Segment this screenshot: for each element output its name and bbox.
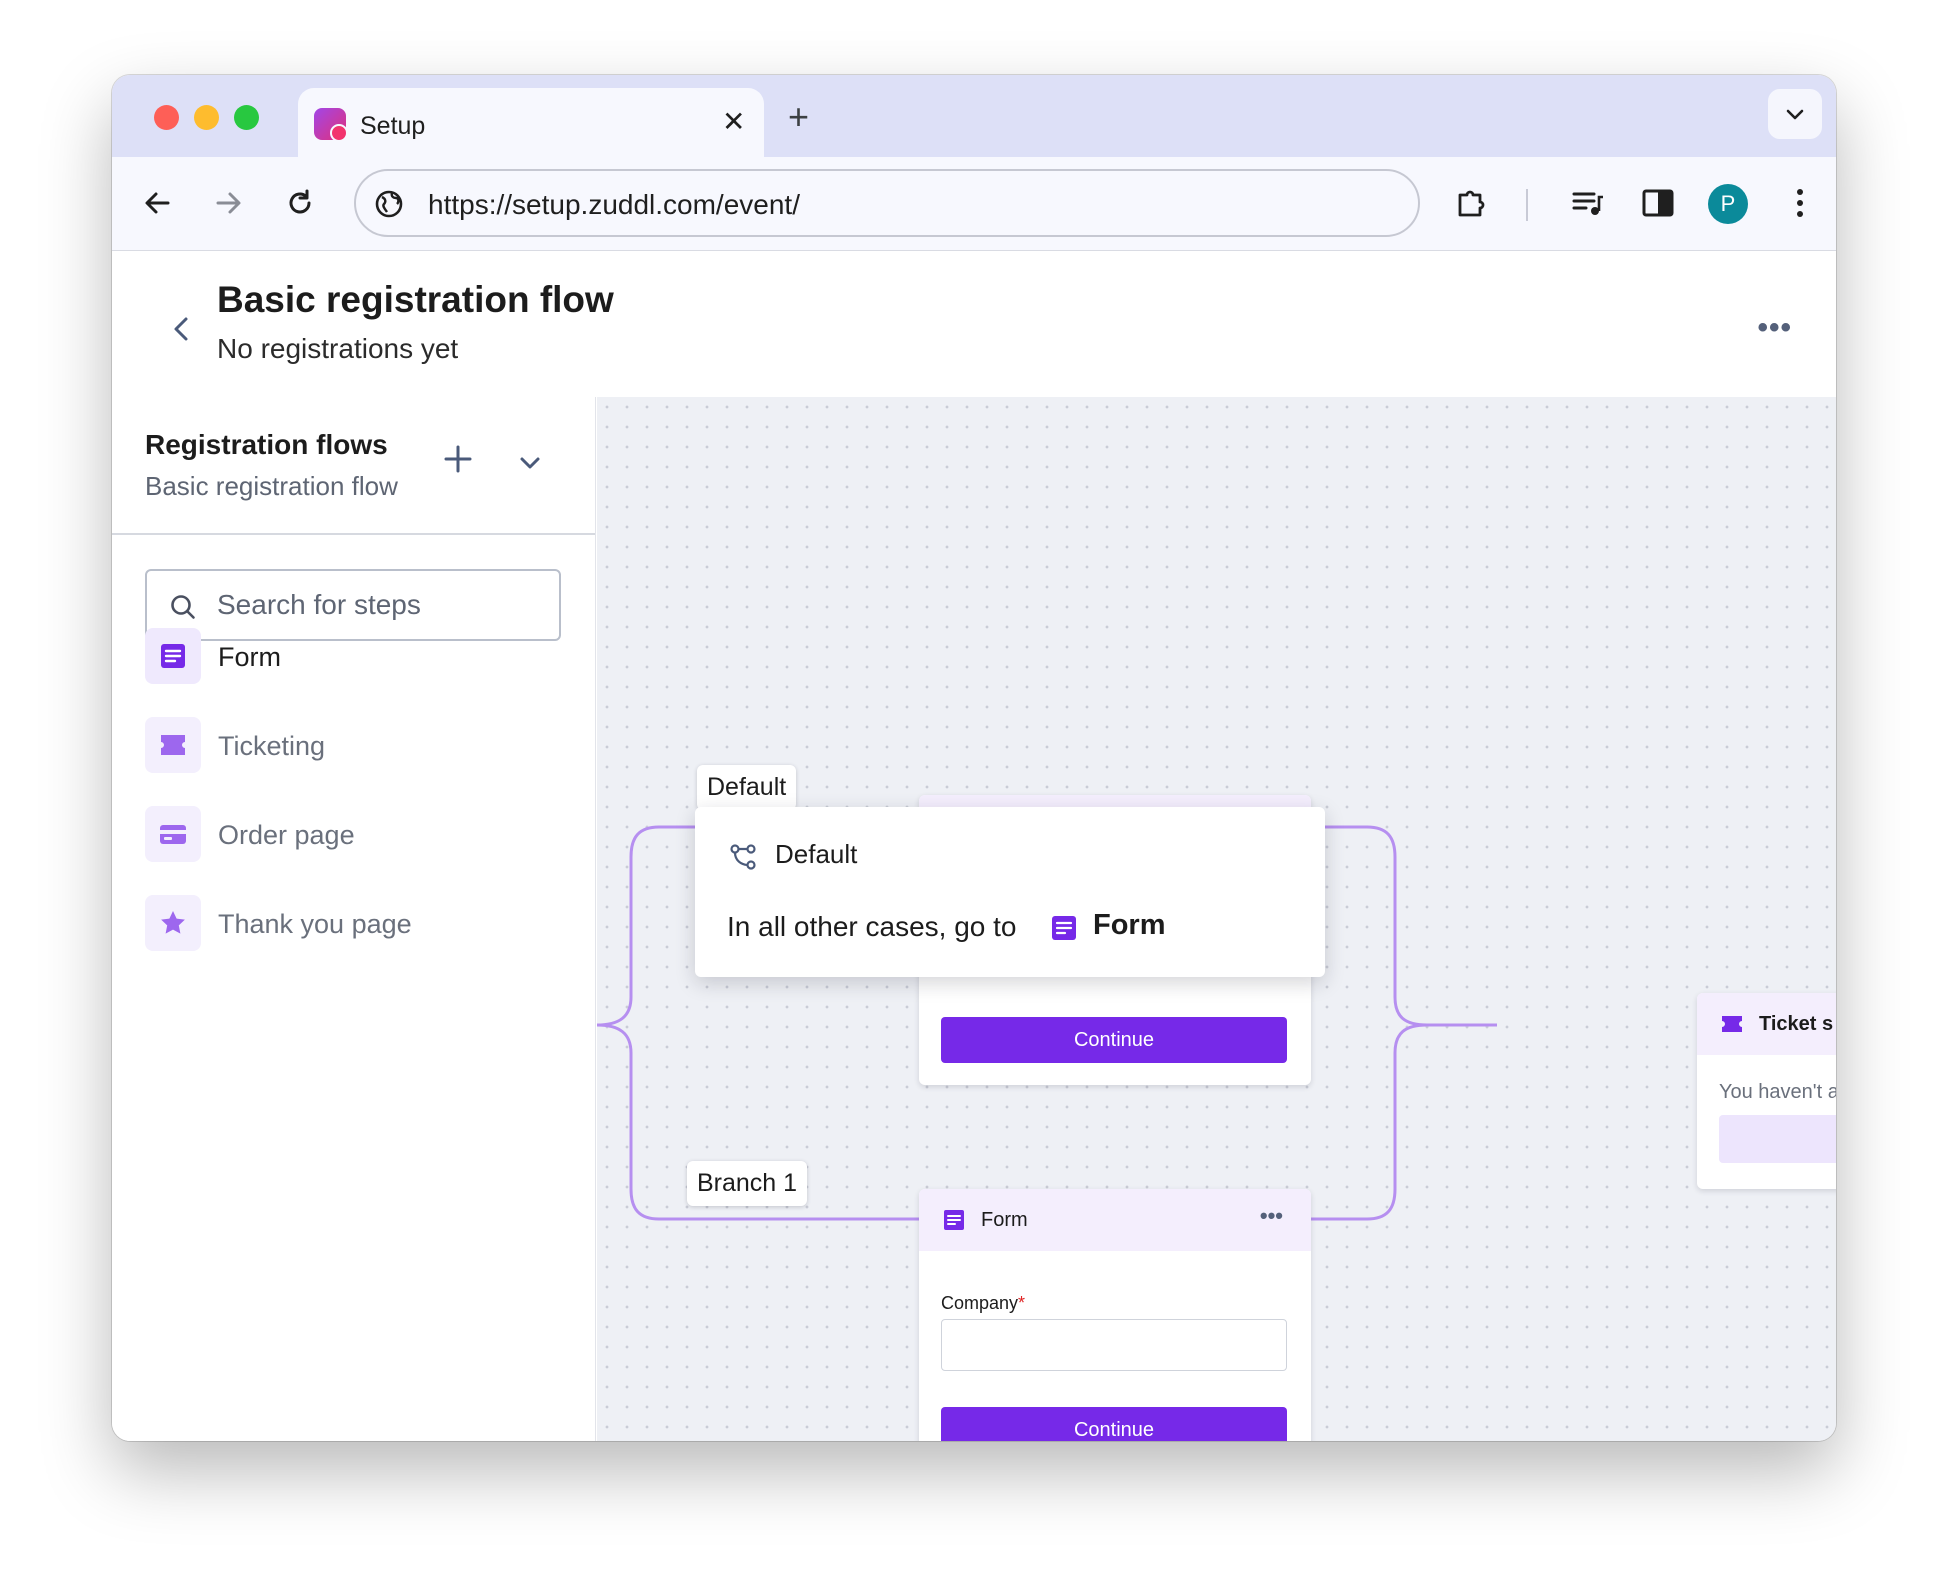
- branch-icon: [730, 844, 756, 870]
- more-horizontal-icon[interactable]: •••: [1259, 1203, 1283, 1228]
- branch-label-default[interactable]: Default: [697, 765, 797, 810]
- search-icon: [171, 595, 195, 619]
- search-steps: [145, 569, 561, 641]
- back-arrow-icon[interactable]: [138, 183, 178, 223]
- new-tab-button[interactable]: +: [788, 96, 810, 137]
- window-controls: [154, 105, 259, 130]
- form-node-branch-1[interactable]: Form ••• Company* Continue: [919, 1189, 1311, 1441]
- form-icon: [944, 1210, 964, 1230]
- step-label: Form: [218, 642, 281, 672]
- step-item-order-page[interactable]: Order page: [145, 806, 565, 862]
- back-chevron-icon[interactable]: [168, 313, 194, 345]
- popover-text: In all other cases, go to: [727, 911, 1017, 942]
- tab-close-icon[interactable]: ✕: [722, 106, 746, 137]
- browser-menu-icon[interactable]: [1780, 183, 1820, 223]
- branch-connectors: [597, 825, 1497, 1221]
- page-title: Basic registration flow: [217, 279, 614, 320]
- add-flow-plus-icon[interactable]: [442, 443, 474, 475]
- profile-avatar[interactable]: P: [1708, 184, 1748, 224]
- forward-arrow-icon[interactable]: [208, 183, 248, 223]
- sidebar-subtitle: Basic registration flow: [145, 471, 398, 501]
- page-subtitle: No registrations yet: [217, 333, 459, 364]
- step-label: Thank you page: [218, 909, 412, 939]
- site-info-icon[interactable]: [374, 189, 404, 219]
- ticket-icon: [145, 717, 201, 773]
- step-label: Ticketing: [218, 731, 326, 761]
- popover-title: Default: [775, 839, 858, 869]
- more-horizontal-icon[interactable]: •••: [1757, 311, 1792, 344]
- tab-strip: Setup ✕ +: [112, 75, 1836, 158]
- ticket-node[interactable]: Ticket s You haven't a: [1697, 993, 1836, 1189]
- media-queue-icon[interactable]: [1568, 183, 1608, 223]
- ticket-empty-text: You haven't a: [1719, 1081, 1836, 1103]
- required-mark: *: [1018, 1293, 1026, 1313]
- sidebar-title: Registration flows: [145, 429, 388, 460]
- tab-search-button[interactable]: [1768, 89, 1822, 139]
- chevron-down-icon: [1786, 109, 1804, 120]
- browser-toolbar: https://setup.zuddl.com/event/ P: [112, 157, 1836, 251]
- flow-canvas[interactable]: Continue Form ••• Company* Continue Tick…: [597, 397, 1836, 1441]
- popover-target[interactable]: Form: [1093, 909, 1166, 941]
- form-icon: [145, 628, 201, 684]
- continue-button[interactable]: Continue: [941, 1407, 1287, 1441]
- registration-flows-header: Registration flows Basic registration fl…: [112, 397, 595, 535]
- company-field-label: Company*: [941, 1293, 1026, 1313]
- tab-setup[interactable]: Setup ✕: [298, 88, 764, 158]
- star-icon: [145, 895, 201, 951]
- step-item-ticketing[interactable]: Ticketing: [145, 717, 565, 773]
- flow-dropdown-chevron-icon[interactable]: [518, 453, 542, 473]
- steps-sidebar: Registration flows Basic registration fl…: [112, 397, 596, 1441]
- app-header: Basic registration flow No registrations…: [112, 251, 1836, 397]
- default-branch-popover: Default In all other cases, go to Form: [695, 807, 1325, 977]
- maximize-window-button[interactable]: [234, 105, 259, 130]
- step-label: Order page: [218, 820, 355, 850]
- side-panel-icon[interactable]: [1638, 183, 1678, 223]
- node-title: Ticket s: [1759, 1013, 1834, 1035]
- search-steps-input[interactable]: [217, 577, 537, 633]
- extensions-icon[interactable]: [1452, 183, 1492, 223]
- form-icon: [1052, 916, 1076, 940]
- address-bar[interactable]: https://setup.zuddl.com/event/: [354, 169, 1420, 237]
- node-header: Ticket s: [1697, 993, 1836, 1055]
- ticket-action-button[interactable]: [1719, 1115, 1836, 1163]
- url-text: https://setup.zuddl.com/event/: [428, 189, 800, 220]
- minimize-window-button[interactable]: [194, 105, 219, 130]
- card-icon: [145, 806, 201, 862]
- continue-button[interactable]: Continue: [941, 1017, 1287, 1063]
- company-input[interactable]: [941, 1319, 1287, 1371]
- ticket-icon: [1722, 1016, 1742, 1032]
- step-item-form[interactable]: Form: [145, 628, 565, 684]
- tab-title: Setup: [360, 112, 426, 140]
- close-window-button[interactable]: [154, 105, 179, 130]
- toolbar-separator: [1526, 189, 1528, 221]
- reload-icon[interactable]: [280, 183, 320, 223]
- step-item-thank-you-page[interactable]: Thank you page: [145, 895, 565, 951]
- zuddl-favicon-icon: [314, 108, 348, 142]
- node-title: Form: [981, 1209, 1028, 1231]
- browser-window: Setup ✕ + https://setup.zuddl.com/event/…: [112, 75, 1836, 1441]
- node-header: Form •••: [919, 1189, 1311, 1251]
- branch-label-branch-1[interactable]: Branch 1: [687, 1161, 808, 1206]
